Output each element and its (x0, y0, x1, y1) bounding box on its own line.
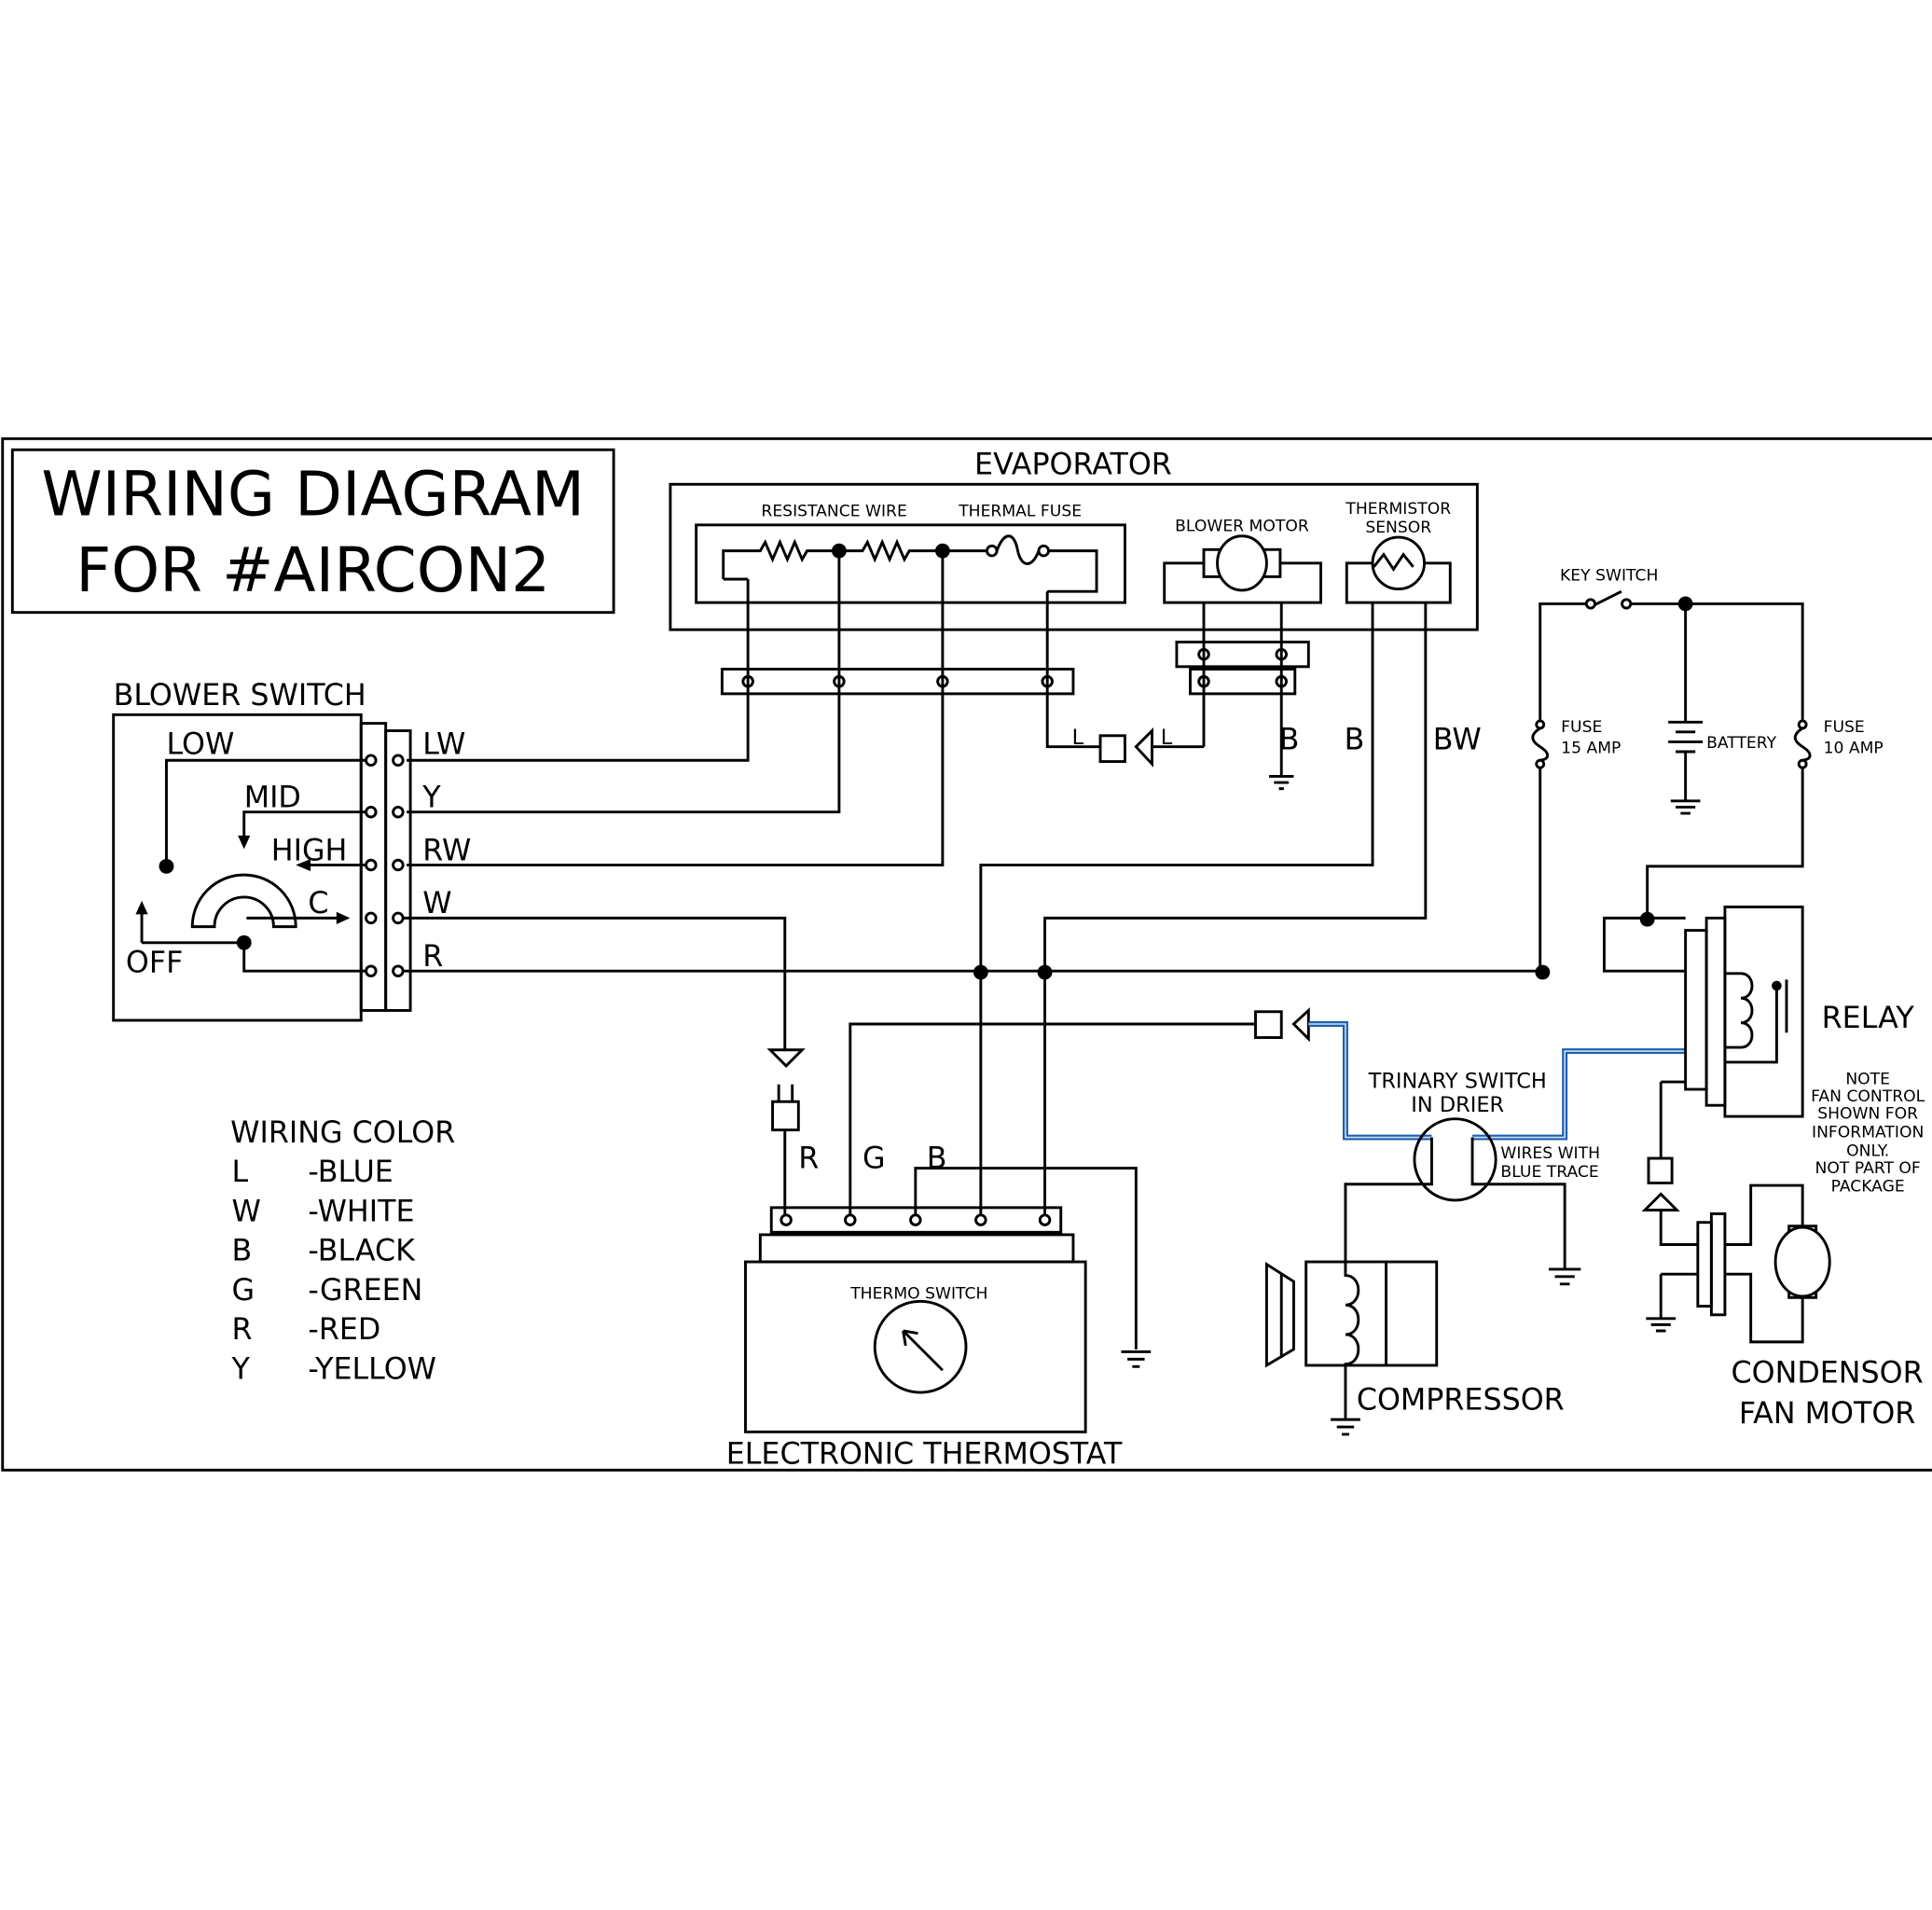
key-switch-label: KEY SWITCH (1560, 566, 1658, 585)
condensor-fan-motor: CONDENSOR FAN MOTOR (1641, 1156, 1924, 1431)
legend-color: -BLUE (308, 1156, 393, 1189)
note-line: ONLY. (1846, 1142, 1889, 1160)
fuse-10-label-2: 10 AMP (1824, 739, 1884, 757)
thermo-switch-label: THERMO SWITCH (849, 1285, 987, 1304)
title-block: WIRING DIAGRAM FOR #AIRCON2 (10, 448, 615, 615)
legend-title: WIRING COLOR (230, 1116, 455, 1150)
fuse-15-icon (1531, 719, 1550, 972)
note-line: PACKAGE (1831, 1178, 1905, 1197)
relay: RELAY (1659, 906, 1915, 1159)
wiring-color-legend: WIRING COLOR L -BLUE W -WHITE B -BLACK G… (230, 1116, 455, 1387)
diagram-frame (1, 436, 1932, 1472)
electronic-thermostat: THERMO SWITCH ELECTRONIC THERMOSTAT (726, 1206, 1123, 1472)
ground-icon (1121, 1350, 1152, 1368)
note-line: INFORMATION (1812, 1124, 1924, 1142)
resistor-icon (722, 538, 987, 580)
thermistor-label: THERMISTOR (1345, 500, 1451, 519)
relay-label: RELAY (1822, 1002, 1915, 1035)
pulley-icon (1264, 1261, 1295, 1368)
terminal-w: W (422, 887, 451, 920)
legend-color: -BLACK (308, 1235, 416, 1268)
thermal-fuse-label: THERMAL FUSE (958, 503, 1082, 521)
switch-rotor-icon (190, 873, 297, 929)
blower-switch: BLOWER SWITCH LW Y RW W R LOW MID HIGH C… (112, 679, 471, 1022)
trinary-label-1: TRINARY SWITCH (1368, 1070, 1547, 1094)
wire-label-b3: B (927, 1142, 947, 1176)
position-c: C (308, 887, 328, 920)
battery-icon (1668, 603, 1704, 815)
battery-label: BATTERY (1706, 734, 1776, 753)
condensor-label-2: FAN MOTOR (1739, 1397, 1915, 1431)
position-mid: MID (244, 781, 301, 814)
wire-label-l1: L (1072, 726, 1084, 750)
wires-blue-trace-1: WIRES WITH (1500, 1144, 1600, 1163)
position-low: LOW (166, 728, 234, 762)
thermo-dial-icon (873, 1299, 968, 1394)
fan-motor-icon (1773, 1225, 1831, 1298)
wire-label-r: R (798, 1142, 819, 1176)
trinary-switch: TRINARY SWITCH IN DRIER WIRES WITH BLUE … (1344, 1070, 1600, 1269)
coil-icon (1724, 972, 1754, 1049)
legend-code: B (232, 1235, 253, 1268)
legend-color: -WHITE (308, 1195, 414, 1228)
ground-icon (1548, 1267, 1581, 1286)
legend-color: -GREEN (308, 1274, 422, 1308)
condensor-label-1: CONDENSOR (1732, 1356, 1924, 1390)
fuse-15-label-2: 15 AMP (1561, 739, 1621, 757)
blower-motor-icon (1163, 534, 1322, 604)
coil-icon (1344, 1262, 1360, 1420)
compressor: COMPRESSOR (1264, 1260, 1565, 1436)
ground-icon (1269, 774, 1294, 791)
heater-terminal-strip (720, 668, 1075, 696)
legend-color: -YELLOW (308, 1353, 436, 1387)
terminal-y: Y (421, 781, 441, 814)
key-switch-icon (1539, 589, 1804, 721)
title-line2: FOR #AIRCON2 (76, 534, 550, 606)
evaporator: EVAPORATOR RESISTANCE WIRE THERMAL FUSE … (669, 449, 1479, 631)
resistance-wire-label: RESISTANCE WIRE (761, 503, 906, 521)
legend-code: G (232, 1274, 255, 1308)
legend-code: Y (231, 1353, 251, 1387)
legend-code: R (232, 1313, 253, 1347)
thermostat-label: ELECTRONIC THERMOSTAT (726, 1438, 1123, 1472)
blower-switch-label: BLOWER SWITCH (114, 679, 366, 713)
terminal-lw: LW (422, 728, 465, 762)
wire-label-b2: B (1345, 723, 1365, 756)
terminal-rw: RW (422, 834, 471, 867)
note-line: NOTE (1845, 1071, 1890, 1089)
thermistor-label-2: SENSOR (1365, 519, 1431, 537)
blower-terminal-block (1175, 640, 1310, 696)
fuse-10-label-1: FUSE (1824, 718, 1865, 737)
note-line: FAN CONTROL (1811, 1087, 1925, 1106)
terminal-r: R (422, 940, 443, 974)
connector-icon: L L (1072, 726, 1205, 768)
blower-motor-label: BLOWER MOTOR (1175, 517, 1309, 535)
note-line: NOT PART OF (1815, 1159, 1921, 1178)
plug-icon (771, 1084, 800, 1219)
evaporator-label: EVAPORATOR (974, 449, 1172, 482)
legend-code: W (232, 1195, 261, 1228)
wire-label-b1: B (1279, 723, 1300, 756)
thermal-fuse-icon (986, 544, 999, 558)
note-line: SHOWN FOR (1817, 1105, 1918, 1124)
wires-blue-trace-2: BLUE TRACE (1500, 1163, 1598, 1182)
trinary-label-2: IN DRIER (1411, 1093, 1504, 1117)
note: NOTE FAN CONTROL SHOWN FOR INFORMATION O… (1811, 1071, 1925, 1197)
title-line1: WIRING DIAGRAM (41, 458, 585, 530)
position-off: OFF (126, 946, 183, 979)
fuse-15-label-1: FUSE (1561, 718, 1602, 737)
legend-color: -RED (308, 1313, 380, 1347)
thermistor-icon (1345, 535, 1452, 604)
legend-code: L (232, 1156, 249, 1189)
compressor-label: COMPRESSOR (1357, 1384, 1565, 1418)
wire-label-l2: L (1161, 726, 1173, 750)
wire-label-bw: BW (1433, 723, 1482, 756)
wire-label-g: G (862, 1142, 886, 1176)
